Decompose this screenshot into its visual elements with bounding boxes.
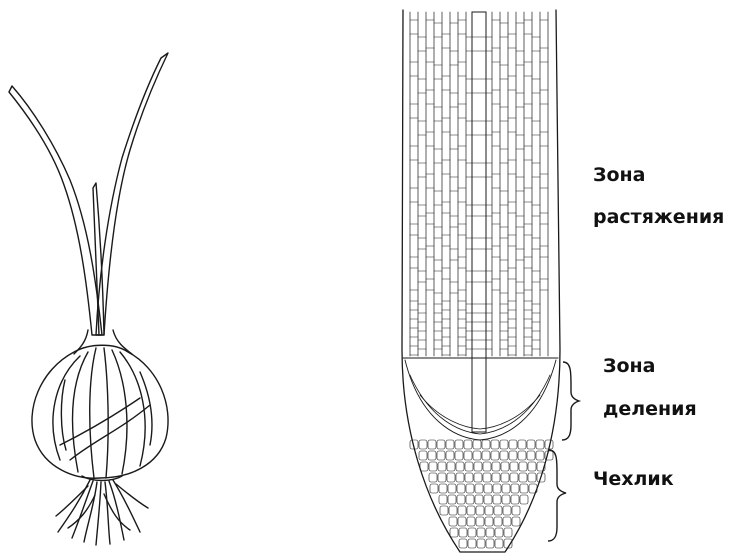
root-cap-bracket — [548, 450, 566, 541]
onion-bulb-illustration — [9, 53, 168, 545]
division-zone-label-line2: деления — [603, 400, 697, 419]
division-zone-bracket — [562, 362, 579, 440]
root-cap-label: Чехлик — [593, 470, 674, 489]
root-tip-illustration — [402, 10, 560, 552]
division-zone-label-line1: Зона — [603, 357, 656, 376]
elongation-zone-label-line1: Зона — [593, 166, 646, 185]
elongation-zone-label-line2: растяжения — [593, 208, 724, 227]
